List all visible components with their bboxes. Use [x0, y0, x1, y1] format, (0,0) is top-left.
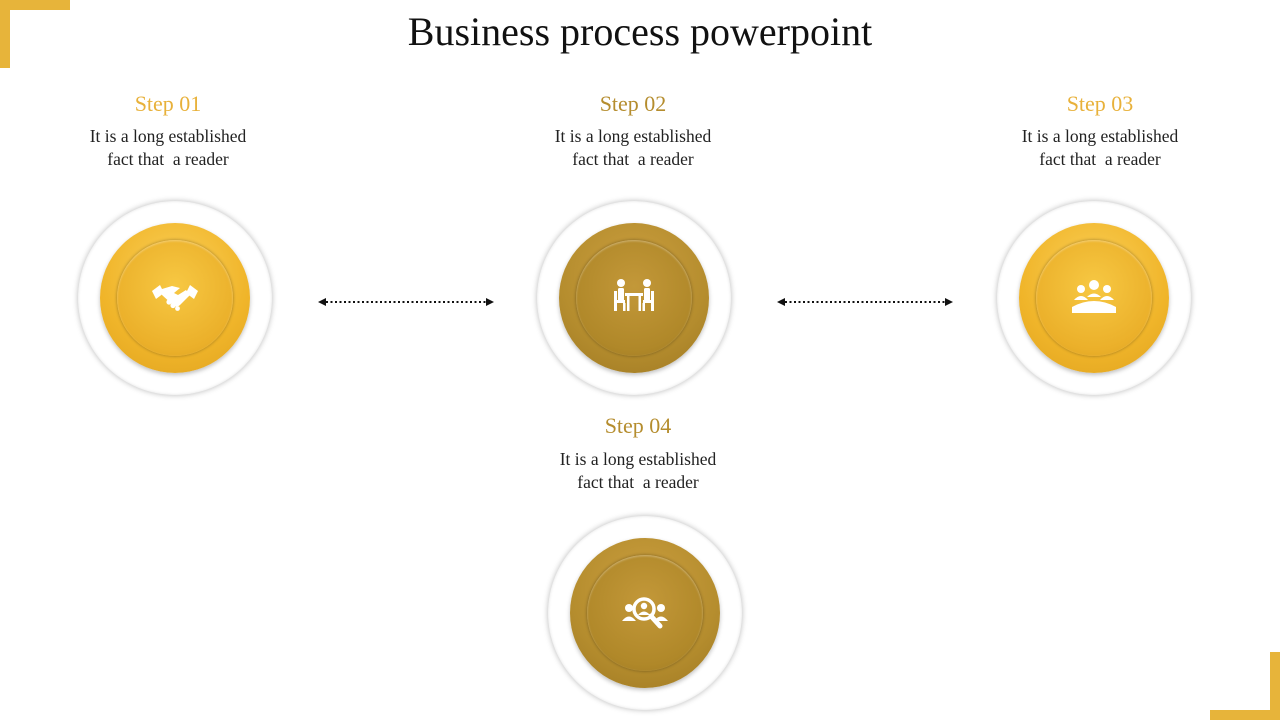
step-3-line-1: It is a long established [1021, 126, 1179, 146]
step-4-circle [548, 516, 742, 710]
step-2-disc-inner [576, 240, 692, 356]
step-4-disc [570, 538, 720, 688]
step-1-heading: Step 01 [134, 91, 202, 116]
step-2-disc [559, 223, 709, 373]
step-3-line-2: fact that a reader [1039, 149, 1161, 169]
step-2-line-1: It is a long established [554, 126, 712, 146]
step-1-line-2: fact that a reader [107, 149, 229, 169]
step-2-line-2: fact that a reader [572, 149, 694, 169]
step-4-line-2: fact that a reader [577, 472, 699, 492]
step-1-description: It is a long established fact that a rea… [38, 125, 298, 171]
step-3-disc [1019, 223, 1169, 373]
step-3-disc-inner [1036, 240, 1152, 356]
step-3-description: It is a long established fact that a rea… [970, 125, 1230, 171]
people-search-icon [620, 588, 670, 638]
connector-arrow [777, 295, 953, 309]
step-4-description: It is a long established fact that a rea… [508, 448, 768, 494]
step-1-line-1: It is a long established [89, 126, 247, 146]
step-3-heading: Step 03 [1066, 91, 1134, 116]
corner-accent-top-left [0, 0, 70, 10]
step-4-disc-inner [587, 555, 703, 671]
step-3-circle [997, 201, 1191, 395]
step-4-line-1: It is a long established [559, 449, 717, 469]
step-2-circle [537, 201, 731, 395]
step-1-disc [100, 223, 250, 373]
step-2-description: It is a long established fact that a rea… [503, 125, 763, 171]
step-1-circle [78, 201, 272, 395]
handshake-icon [150, 273, 200, 323]
meeting-icon [609, 273, 659, 323]
step-1-disc-inner [117, 240, 233, 356]
slide-title: Business process powerpoint [407, 9, 873, 54]
connector-arrow [318, 295, 494, 309]
corner-accent-bottom-right [1210, 710, 1280, 720]
corner-accent-top-left [0, 0, 10, 68]
step-2-heading: Step 02 [599, 91, 667, 116]
team-icon [1069, 273, 1119, 323]
step-4-heading: Step 04 [604, 413, 672, 438]
corner-accent-bottom-right [1270, 652, 1280, 720]
